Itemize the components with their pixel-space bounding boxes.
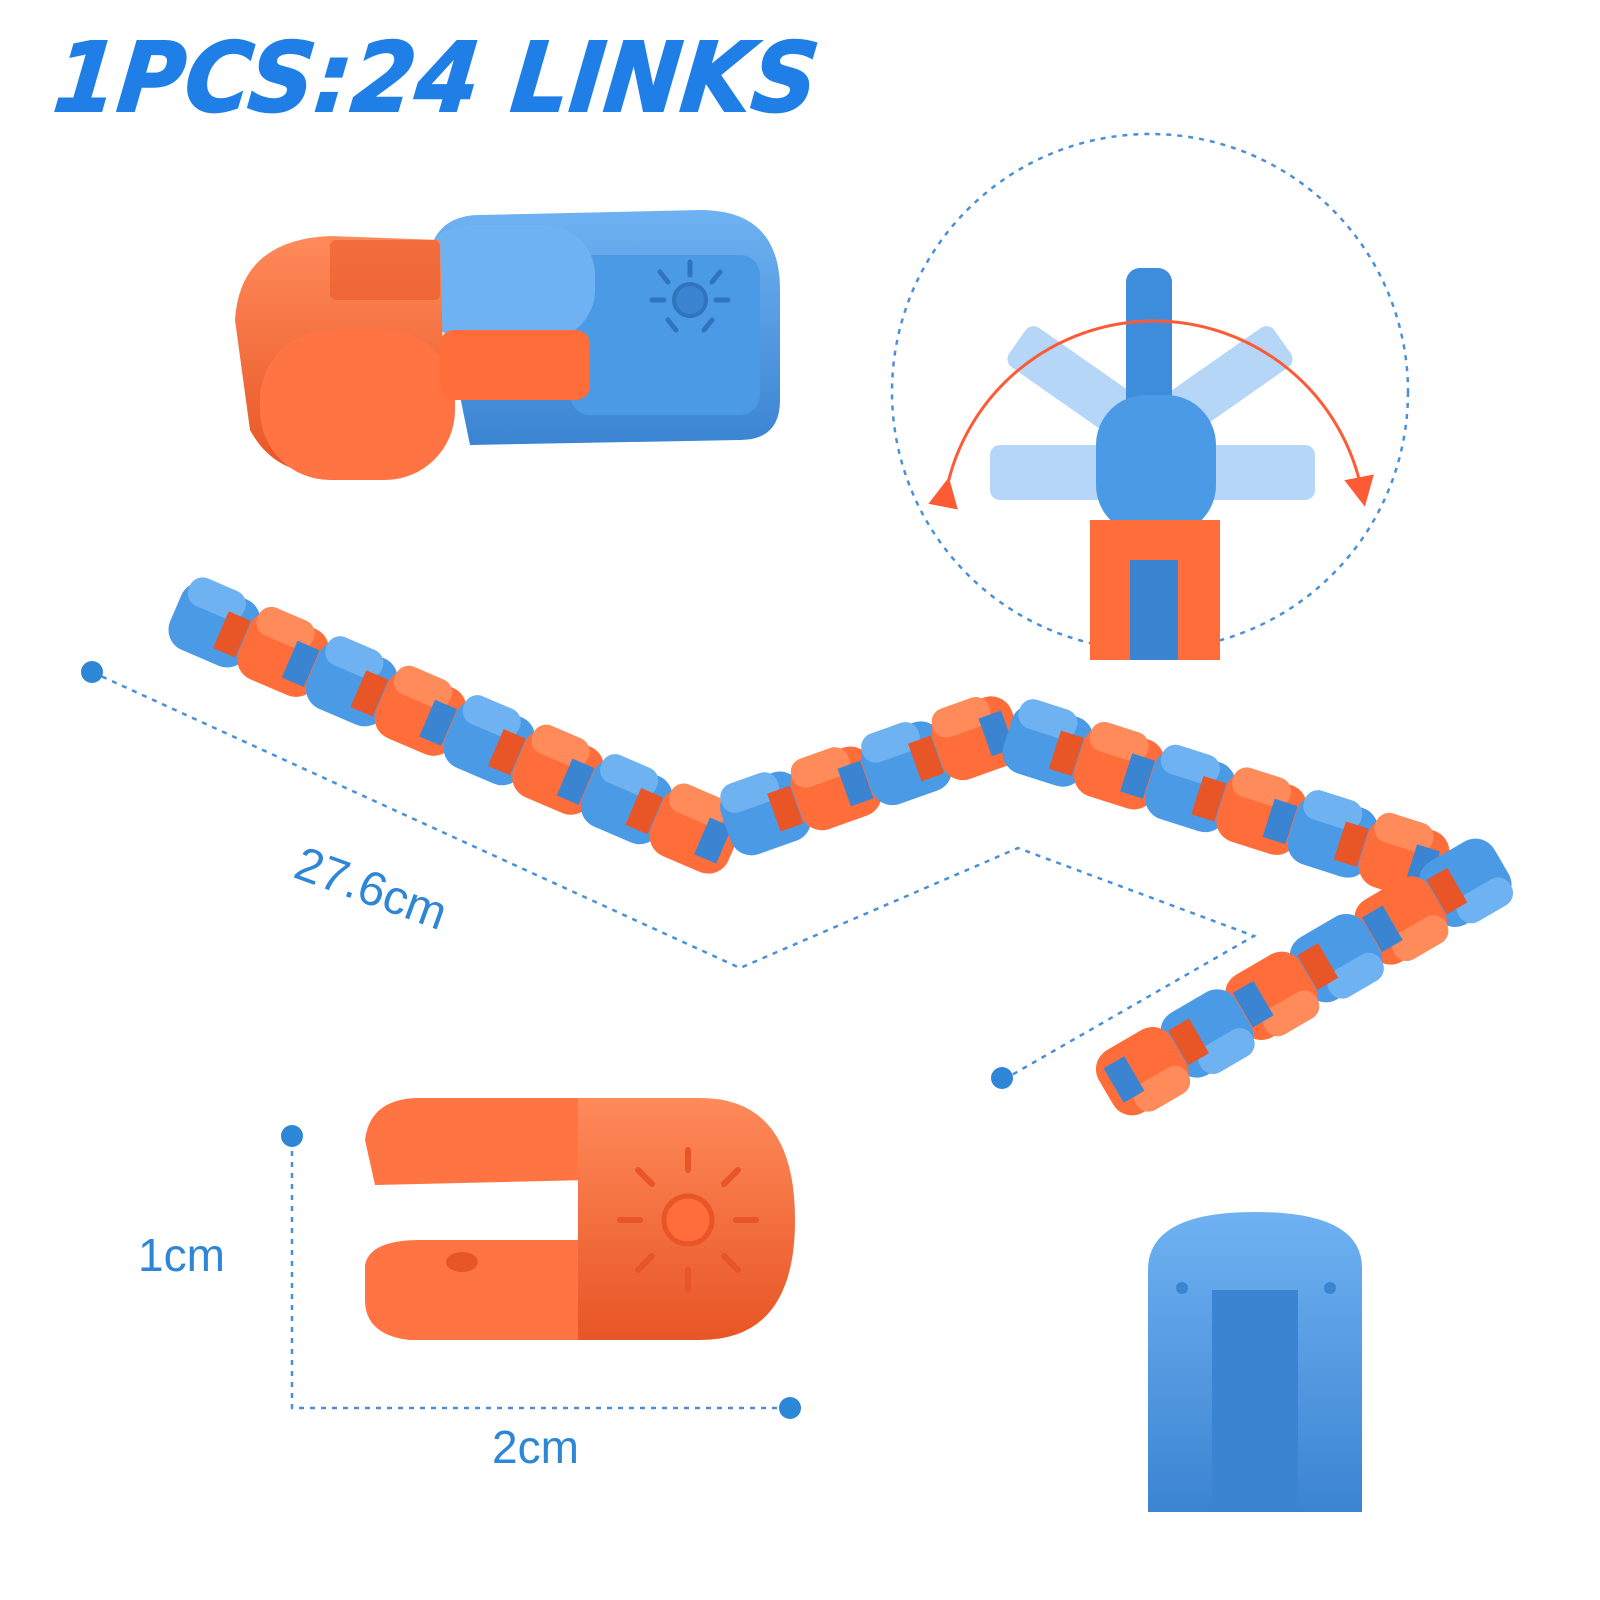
chain-link (649, 783, 742, 874)
chain-link (1289, 913, 1384, 1003)
chain-link (1095, 1026, 1191, 1116)
chain-link (1225, 951, 1320, 1040)
single-blue-link (1148, 1212, 1362, 1512)
chain-link (720, 771, 812, 856)
chain-link (1216, 767, 1307, 855)
chain-link (860, 721, 953, 806)
chain-link (790, 746, 882, 831)
dimension-start-dot (81, 661, 103, 683)
size-dimension-lines (290, 1140, 790, 1410)
chain-link (1002, 699, 1094, 787)
height-dot (281, 1125, 303, 1147)
snake-chain (168, 577, 1514, 1116)
width-label: 2cm (492, 1421, 579, 1473)
chain-link (305, 636, 398, 727)
chain-link (168, 577, 261, 668)
chain-link (580, 754, 673, 845)
chain-link (1418, 838, 1514, 927)
chain-link (237, 606, 329, 697)
height-label: 1cm (138, 1229, 225, 1281)
headline: 1PCS:24 LINKS (48, 21, 825, 135)
chain-link (512, 724, 604, 815)
chain-link (1073, 721, 1165, 810)
chain-link (374, 665, 467, 756)
chain-link (1145, 744, 1236, 833)
chain-link (1354, 876, 1449, 965)
length-dimension-line (91, 670, 1257, 1078)
chain-link (1160, 989, 1255, 1078)
dimension-end-dot (991, 1067, 1013, 1089)
chain-link (1287, 790, 1379, 878)
two-link-closeup (235, 210, 780, 480)
chain-link (443, 695, 536, 786)
single-orange-link (365, 1098, 795, 1340)
width-dot (779, 1397, 801, 1419)
rotation-diagram (890, 132, 1410, 660)
